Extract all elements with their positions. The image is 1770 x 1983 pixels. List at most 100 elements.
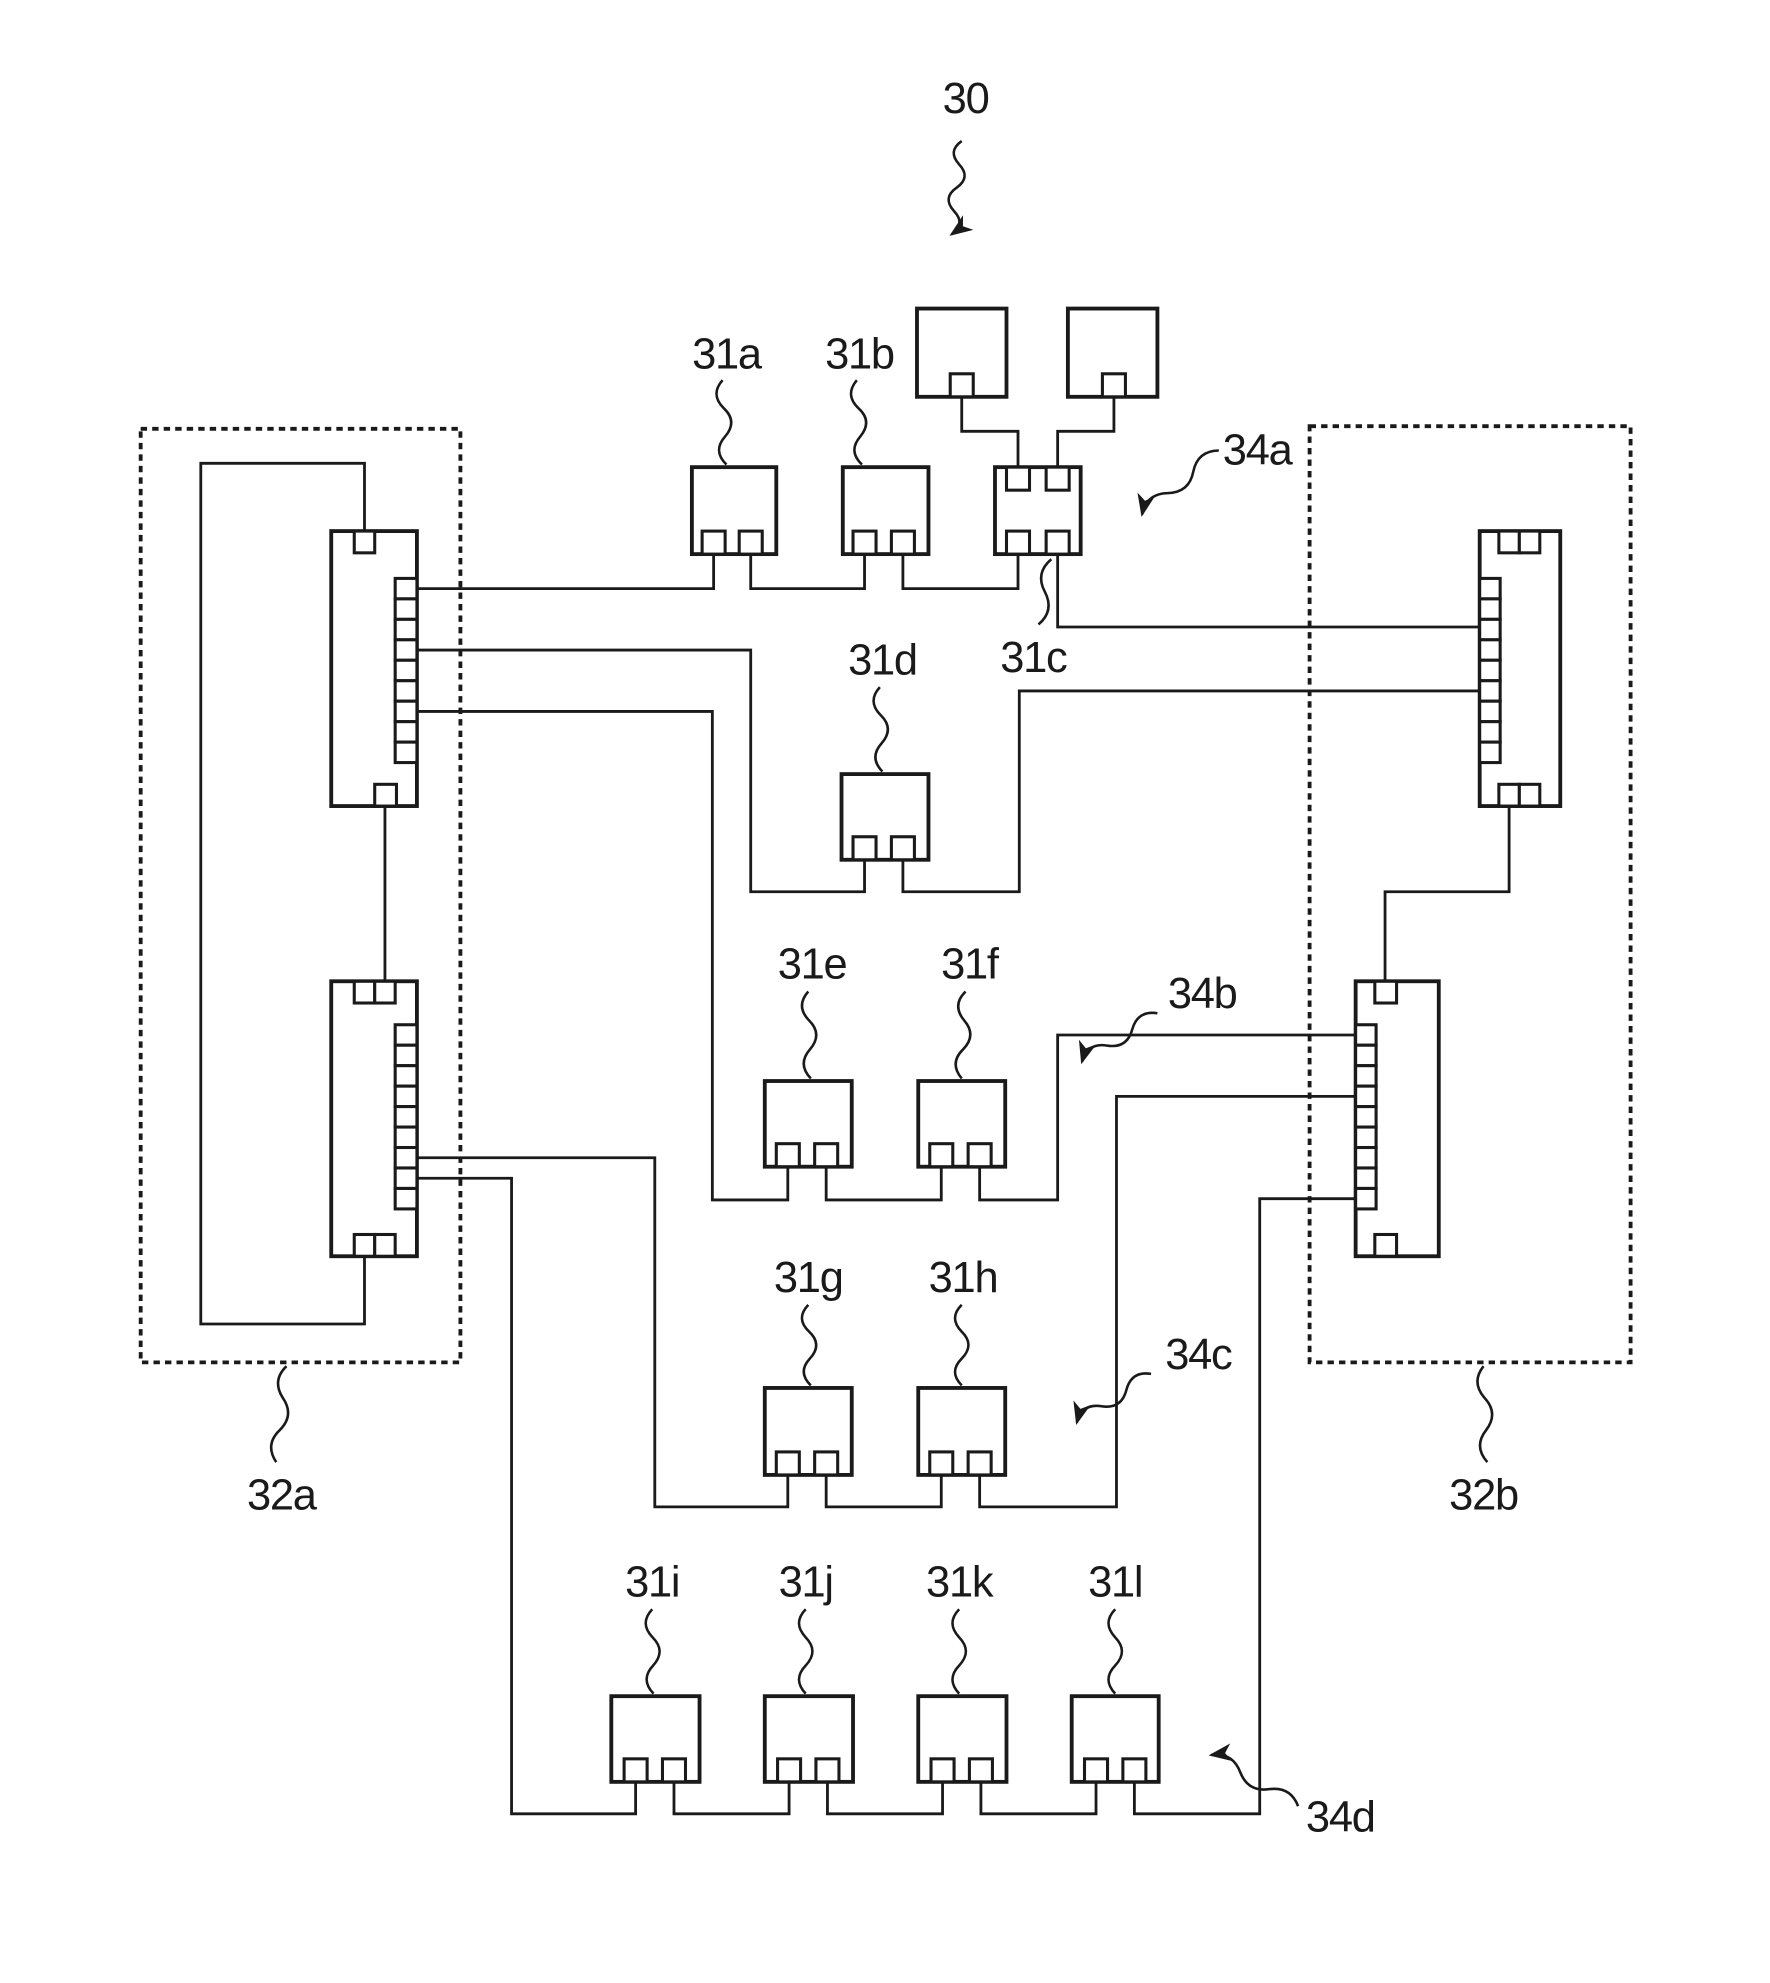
node-31a [692,467,776,554]
leader-34a-arrow [1142,451,1219,515]
leader-31g [802,1305,816,1386]
port [1480,640,1500,660]
port [1375,1234,1397,1256]
port [968,1144,991,1167]
leader-31j [799,1609,812,1693]
label-31j: 31j [779,1558,833,1606]
port [395,701,417,721]
port [1480,722,1500,742]
leader-32b [1477,1366,1492,1462]
port [815,1452,838,1475]
port [1480,578,1500,598]
port [395,578,417,598]
port [1480,701,1500,721]
chain-34a-link [751,554,865,589]
label-31l: 31l [1088,1558,1142,1606]
leader-31k [952,1609,965,1693]
leader-34b-arrow [1082,1013,1157,1062]
chain-34d-link [1134,1199,1355,1814]
chain-34d-link [827,1782,942,1814]
label-31c: 31c [1000,634,1067,682]
port [395,640,417,660]
link-right-racks [1385,806,1509,981]
port [395,619,417,639]
port [1519,531,1539,553]
leader-31a [716,380,731,464]
port [1480,599,1500,619]
leader-31i [646,1609,660,1693]
node-31h [918,1388,1005,1475]
port [395,1066,417,1086]
port [1499,531,1519,553]
label-31k: 31k [926,1558,994,1606]
label-32b: 32b [1449,1471,1518,1519]
node-31e [765,1081,852,1167]
port [395,722,417,742]
port [395,1148,417,1168]
rack-lower-right [1356,981,1439,1256]
port [1519,784,1539,806]
port-column [1480,578,1500,762]
port [891,837,914,860]
port [1499,784,1519,806]
port [395,660,417,680]
port [1375,981,1397,1003]
port [395,1127,417,1147]
port [853,837,876,860]
port [375,1234,395,1256]
node-31g [765,1388,852,1475]
chain-34c-link [980,1096,1356,1507]
port [1102,374,1125,397]
rack-lower-left [331,981,417,1256]
port [1480,681,1500,701]
port [950,374,973,397]
port [375,784,397,806]
chain-34d-link [981,1782,1096,1814]
port [354,1234,374,1256]
port [1085,1759,1108,1782]
port [815,1144,838,1167]
leader-31f [956,992,971,1079]
port [931,1759,954,1782]
leaders [271,141,1492,1806]
port [930,1452,953,1475]
chain-34a-link [1058,554,1480,627]
label-34c: 34c [1165,1331,1232,1379]
port [816,1759,839,1782]
port-column [1356,1025,1376,1209]
node-31l [1072,1696,1159,1782]
label-31a: 31a [692,331,763,379]
node-31d [842,774,929,860]
port [624,1759,647,1782]
port [891,531,914,554]
port [1006,531,1029,554]
leader-31h [955,1305,968,1386]
leader-34c-arrow [1077,1373,1151,1422]
leader-31l [1108,1609,1121,1693]
label-31b: 31b [825,331,894,379]
node-31j [765,1696,853,1782]
port [1046,467,1069,490]
port [375,981,395,1003]
label-31e: 31e [778,941,847,989]
node-31i [611,1696,699,1782]
label-34a: 34a [1223,427,1294,475]
leader-30-arrow [949,141,965,234]
port [1356,1066,1376,1086]
leader-31d [874,687,888,771]
port [395,1025,417,1045]
label-32a: 32a [247,1471,318,1519]
node-31f [918,1081,1005,1167]
port [354,531,374,553]
port [1356,1188,1376,1208]
port [1123,1759,1146,1782]
chain-34d-link [417,1178,636,1814]
labels: 30 31a 31b 31c 31d 31e 31f 31g 31h 31i 3… [247,75,1518,1842]
chain-34c-link [826,1475,941,1507]
port [1356,1086,1376,1106]
port [395,1188,417,1208]
port-column [395,1025,417,1209]
chain-34a-link [903,554,1018,589]
label-30: 30 [943,75,989,123]
